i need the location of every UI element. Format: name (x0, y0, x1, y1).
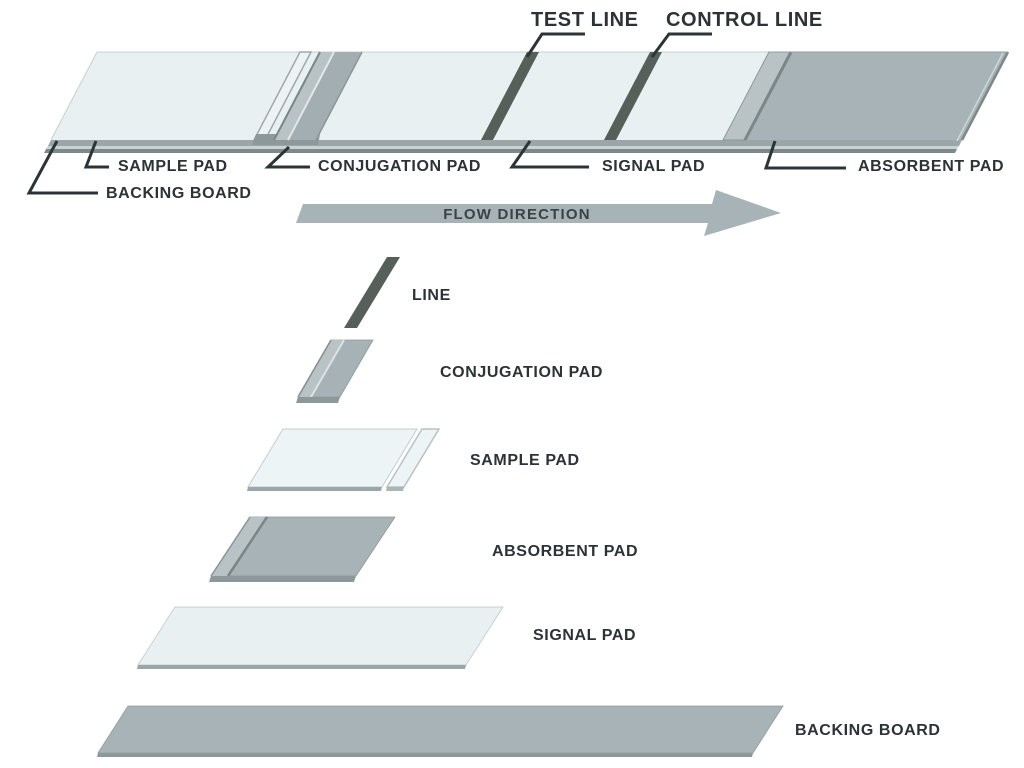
strip-right-edge-light (956, 52, 1004, 142)
signal-pad-leader (509, 140, 589, 169)
control-line-leader (650, 32, 712, 58)
strip-base-band-lower (44, 149, 957, 153)
strip-base-band-middle (46, 146, 959, 149)
exploded-absorbent-ridge-shadow (226, 516, 269, 577)
exploded-signal-side (137, 665, 466, 669)
control-line-stripe (604, 52, 662, 140)
exploded-sample-sliver-side (386, 487, 404, 491)
exploded-line-label: LINE (412, 287, 451, 304)
exploded-view: LINE CONJUGATION PAD SAMPLE PAD ABSORBEN… (97, 257, 941, 757)
exploded-conjugation-ridge (298, 340, 344, 397)
exploded-signal-label: SIGNAL PAD (533, 627, 636, 644)
test-line-leader (525, 32, 585, 58)
exploded-conjugation-side (296, 397, 340, 403)
exploded-line-stripe (344, 257, 400, 328)
absorbent-pad-leader (763, 140, 846, 170)
sample-pad-label: SAMPLE PAD (118, 158, 228, 175)
control-line-label: CONTROL LINE (666, 9, 823, 31)
assembled-strip (44, 51, 1010, 153)
strip-conjugation-right-edge (315, 51, 363, 141)
exploded-sample-side (247, 487, 382, 491)
callouts: TEST LINE CONTROL LINE SAMPLE PAD BACKIN… (26, 9, 1004, 202)
exploded-conjugation-highlight (310, 339, 345, 398)
sample-pad-leader (83, 140, 109, 169)
strip-base-band-upper (48, 140, 962, 146)
strip-conjugation-highlight (287, 51, 335, 141)
exploded-absorbent-left-edge (210, 516, 251, 577)
test-line-stripe (481, 52, 539, 140)
strip-right-edge-dark (960, 51, 1010, 141)
conjugation-pad-leader (264, 145, 310, 169)
exploded-absorbent-side (209, 576, 356, 582)
strip-conjugation-left-edge (273, 51, 321, 141)
strip-left-edge (50, 51, 98, 141)
backing-board-label: BACKING BOARD (106, 185, 252, 202)
exploded-backing-label: BACKING BOARD (795, 722, 941, 739)
backing-board-leader (26, 140, 98, 195)
signal-pad-label: SIGNAL PAD (602, 158, 705, 175)
flow-direction-arrow-icon (296, 190, 781, 236)
conjugation-pad-label: CONJUGATION PAD (318, 158, 481, 175)
exploded-signal-pad (137, 606, 504, 666)
exploded-backing-side (97, 753, 753, 757)
absorbent-pad-label: ABSORBENT PAD (858, 158, 1004, 175)
strip-absorbent-pad (745, 52, 1008, 140)
test-line-label: TEST LINE (531, 9, 639, 31)
flow-direction: FLOW DIRECTION (296, 190, 781, 236)
strip-absorbent-ridge-shadow (743, 51, 793, 141)
exploded-conjugation-label: CONJUGATION PAD (440, 364, 603, 381)
strip-conjugation-pad-ridge (274, 52, 334, 140)
exploded-absorbent-ridge (211, 517, 267, 576)
exploded-absorbent-label: ABSORBENT PAD (492, 543, 638, 560)
exploded-sample-label: SAMPLE PAD (470, 452, 580, 469)
exploded-backing-board (97, 705, 784, 754)
exploded-conjugation-left-edge (297, 339, 332, 398)
flow-direction-label: FLOW DIRECTION (443, 206, 591, 223)
